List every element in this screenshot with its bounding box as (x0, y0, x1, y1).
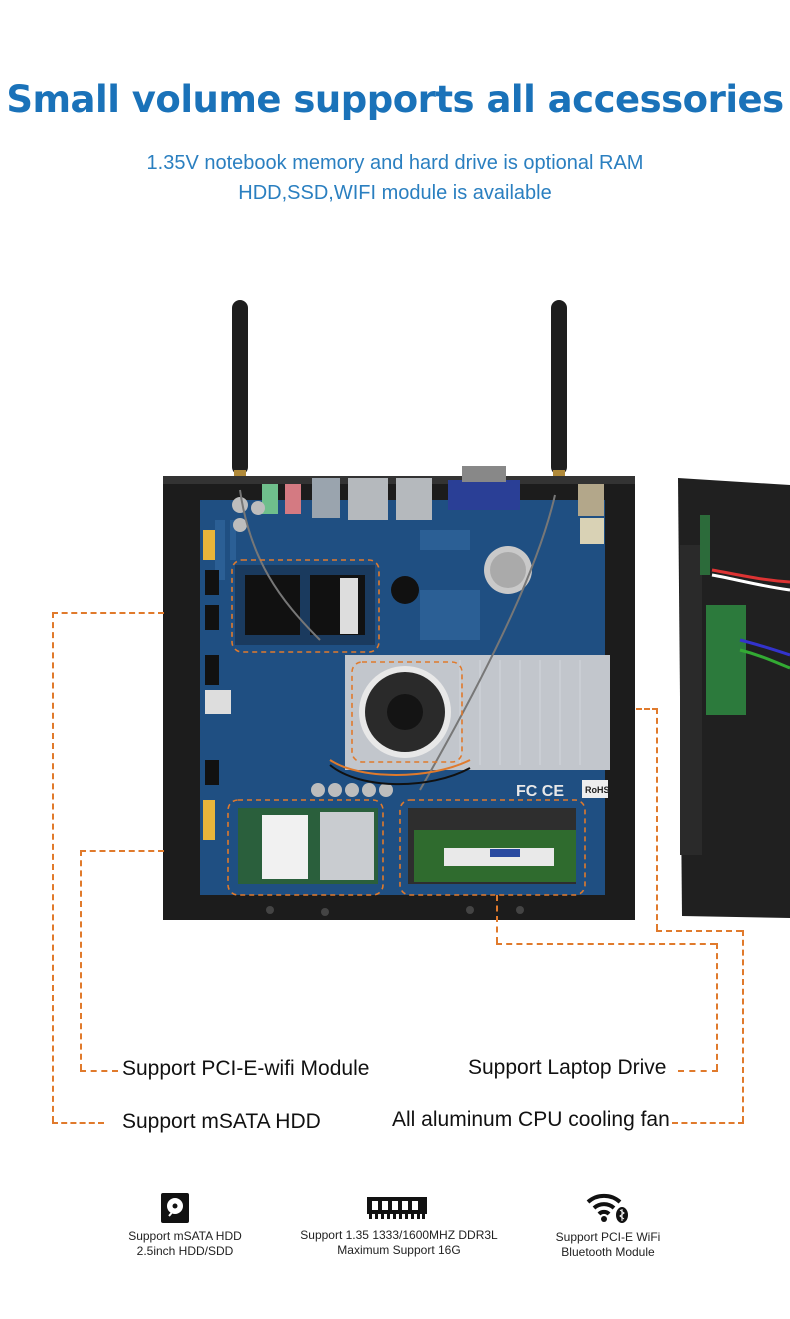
feature-ram: Support 1.35 1333/1600MHZ DDR3L Maximum … (284, 1228, 514, 1258)
connector-fan-bottom (672, 1122, 744, 1124)
connector-fan-vertical (742, 930, 744, 1122)
mini-pc-illustration: FC CE RoHS (163, 300, 790, 920)
fcc-ce-label: FC CE (516, 783, 564, 800)
feature-wifi-line1: Support PCI-E WiFi (555, 1230, 661, 1244)
feature-wifi-line2: Bluetooth Module (561, 1245, 655, 1259)
connector-wifi-bottom (80, 1070, 118, 1072)
wifi-bluetooth-icon (586, 1190, 630, 1224)
feature-ram-line1: Support 1.35 1333/1600MHZ DDR3L (300, 1228, 498, 1242)
connector-fan-horizontal (656, 930, 742, 932)
antenna-right (551, 300, 567, 500)
connector-fan-upper-vertical (656, 708, 658, 930)
feature-msata: Support mSATA HDD 2.5inch HDD/SDD (70, 1229, 300, 1259)
subtitle-line-2: HDD,SSD,WIFI module is available (238, 182, 552, 204)
page-title: Small volume supports all accessories (6, 78, 784, 121)
subtitle-line-1: 1.35V notebook memory and hard drive is … (146, 152, 644, 174)
connector-drive-vertical (716, 943, 718, 1070)
hdd-icon (160, 1192, 190, 1224)
feature-msata-line1: Support mSATA HDD (128, 1229, 242, 1243)
wifi-card (238, 808, 378, 884)
connector-msata-top (52, 612, 164, 614)
connector-msata-bottom (52, 1122, 104, 1124)
connector-wifi-top (80, 850, 164, 852)
connector-drive-top (496, 895, 498, 943)
connector-drive-bottom (678, 1070, 718, 1072)
feature-wifi: Support PCI-E WiFi Bluetooth Module (493, 1230, 723, 1260)
rohs-label: RoHS (585, 785, 610, 795)
side-panel (678, 478, 790, 918)
feature-ram-line2: Maximum Support 16G (337, 1243, 461, 1257)
connector-fan-top (636, 708, 658, 710)
buzzer (391, 576, 419, 604)
ram-icon (366, 1194, 428, 1220)
antenna-left (232, 300, 248, 500)
callout-wifi-module: Support PCI-E-wifi Module (122, 1057, 370, 1080)
connector-msata-vertical (52, 612, 54, 1122)
connector-wifi-vertical (80, 850, 82, 1070)
callout-cooling-fan: All aluminum CPU cooling fan (392, 1108, 670, 1131)
cpu-fan (359, 666, 451, 758)
callout-msata-hdd: Support mSATA HDD (122, 1110, 321, 1133)
connector-drive-horizontal (496, 943, 716, 945)
feature-msata-line2: 2.5inch HDD/SDD (136, 1244, 234, 1258)
callout-laptop-drive: Support Laptop Drive (468, 1056, 667, 1079)
ram-module (408, 808, 576, 884)
io-ports (262, 466, 604, 544)
